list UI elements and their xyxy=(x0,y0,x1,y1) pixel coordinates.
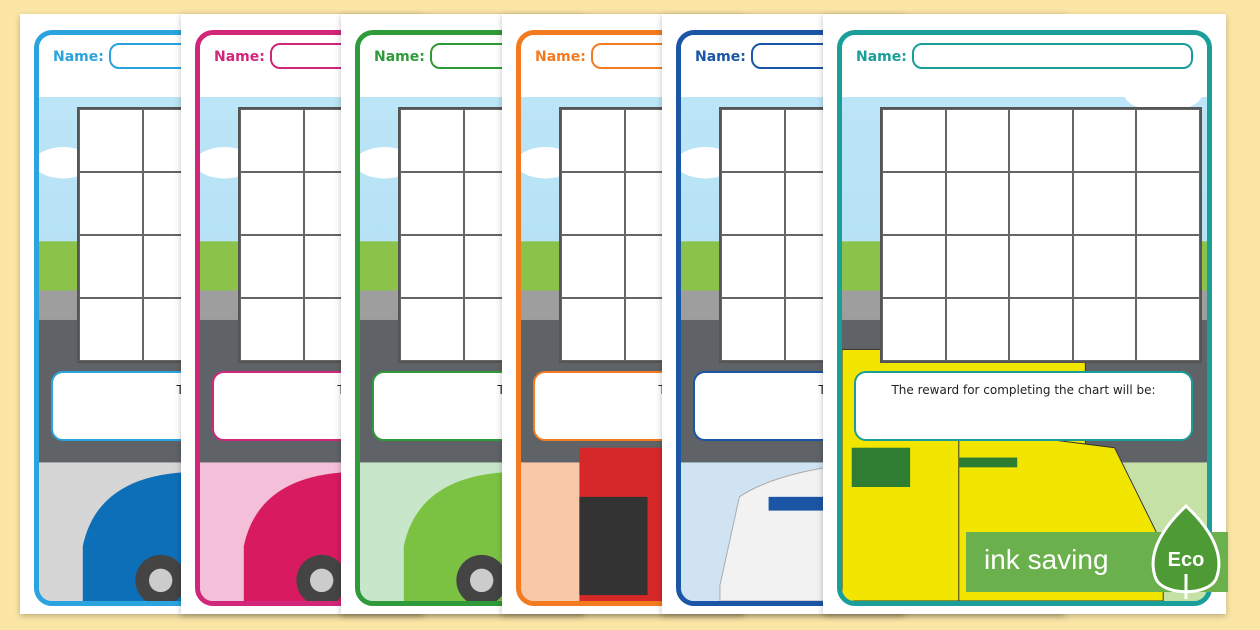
grid-cell[interactable] xyxy=(561,298,625,361)
grid-cell[interactable] xyxy=(882,298,946,361)
eco-leaf-label: Eco xyxy=(1168,549,1205,571)
grid-cell[interactable] xyxy=(240,235,304,298)
grid-cell[interactable] xyxy=(1072,109,1137,172)
reward-box[interactable]: The reward for completing the chart will… xyxy=(854,371,1193,441)
grid-cell[interactable] xyxy=(721,109,785,172)
grid-cell[interactable] xyxy=(240,298,304,361)
ink-saving-label: ink saving xyxy=(984,544,1109,575)
name-label: Name: xyxy=(53,49,104,65)
grid-cell[interactable] xyxy=(1072,172,1137,235)
chart-sheet-teal: Name: The reward for completing the char… xyxy=(823,14,1226,614)
grid-cell[interactable] xyxy=(721,298,785,361)
name-label: Name: xyxy=(535,49,586,65)
grid-cell[interactable] xyxy=(400,298,464,361)
grid-cell[interactable] xyxy=(79,235,143,298)
grid-cell[interactable] xyxy=(945,235,1010,298)
card-frame: Name: The reward for completing the char… xyxy=(837,30,1212,606)
grid-cell[interactable] xyxy=(721,172,785,235)
grid-cell[interactable] xyxy=(882,109,946,172)
grid-cell[interactable] xyxy=(1136,235,1200,298)
reward-text: The reward for completing the chart will… xyxy=(891,383,1156,397)
grid-cell[interactable] xyxy=(882,235,946,298)
grid-cell[interactable] xyxy=(561,109,625,172)
grid-cell[interactable] xyxy=(1009,298,1073,361)
grid-cell[interactable] xyxy=(79,172,143,235)
grid-cell[interactable] xyxy=(1136,298,1200,361)
grid-cell[interactable] xyxy=(240,109,304,172)
grid-cell[interactable] xyxy=(1072,235,1137,298)
name-field[interactable] xyxy=(912,43,1193,69)
grid-cell[interactable] xyxy=(1136,109,1200,172)
grid-cell[interactable] xyxy=(945,298,1010,361)
grid-cell[interactable] xyxy=(79,298,143,361)
grid-cell[interactable] xyxy=(1009,235,1073,298)
grid-cell[interactable] xyxy=(721,235,785,298)
grid-cell[interactable] xyxy=(945,109,1010,172)
grid-cell[interactable] xyxy=(400,172,464,235)
grid-cell[interactable] xyxy=(1009,172,1073,235)
grid-cell[interactable] xyxy=(240,172,304,235)
name-label: Name: xyxy=(374,49,425,65)
name-label: Name: xyxy=(695,49,746,65)
ink-saving-badge: ink saving Eco xyxy=(966,504,1228,599)
sticker-grid xyxy=(880,107,1202,363)
grid-cell[interactable] xyxy=(79,109,143,172)
grid-cell[interactable] xyxy=(400,235,464,298)
grid-cell[interactable] xyxy=(561,172,625,235)
grid-cell[interactable] xyxy=(945,172,1010,235)
grid-cell[interactable] xyxy=(1072,298,1137,361)
name-label: Name: xyxy=(856,49,907,65)
grid-cell[interactable] xyxy=(1009,109,1073,172)
grid-cell[interactable] xyxy=(400,109,464,172)
grid-cell[interactable] xyxy=(1136,172,1200,235)
grid-cell[interactable] xyxy=(882,172,946,235)
name-label: Name: xyxy=(214,49,265,65)
eco-leaf-icon: Eco xyxy=(1151,504,1221,599)
grid-cell[interactable] xyxy=(561,235,625,298)
